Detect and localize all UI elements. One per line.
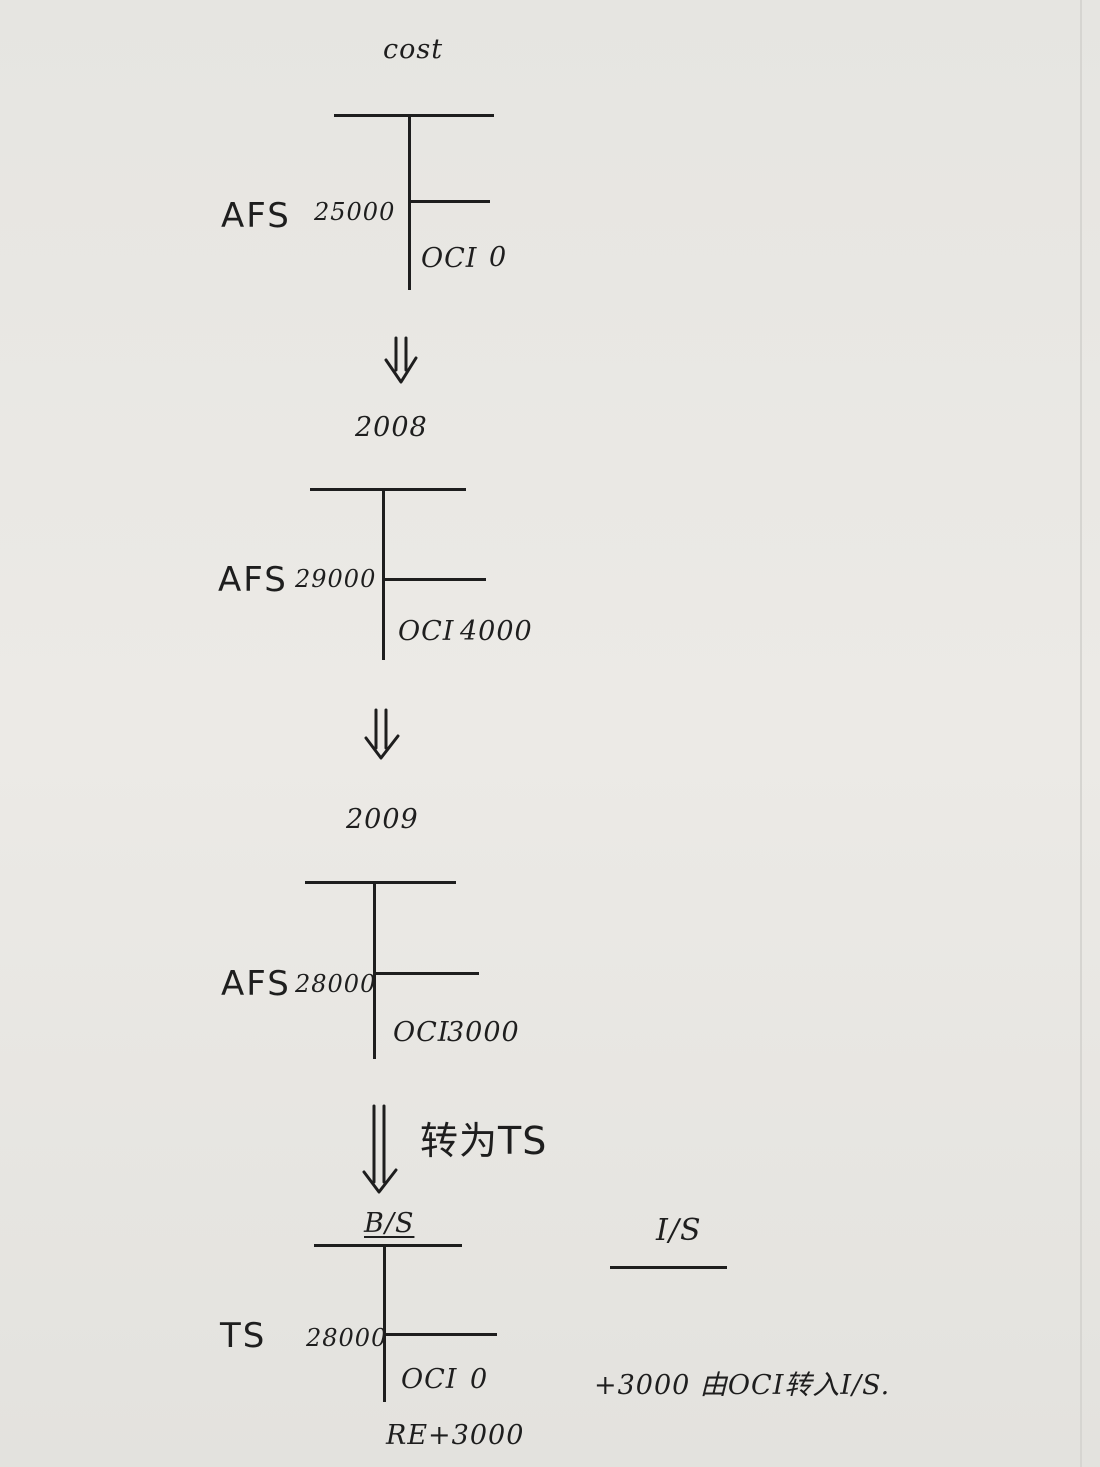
t-account-split-rule xyxy=(385,1333,497,1336)
t-account-split-rule xyxy=(410,200,490,203)
heading-2008: 2008 xyxy=(355,412,428,443)
t-account-top-rule xyxy=(305,881,456,884)
oci-value: 3000 xyxy=(447,1017,520,1048)
income-statement-note: +3000 由OCI转入I/S. xyxy=(594,1370,891,1401)
t-account-top-rule xyxy=(334,114,494,117)
oci-label: OCI xyxy=(393,1017,450,1048)
account-label: AFS xyxy=(221,964,291,1004)
double-down-arrow-icon xyxy=(362,1104,398,1194)
oci-label: OCI xyxy=(398,616,455,647)
double-down-arrow-icon xyxy=(384,336,418,384)
t-account-vertical-rule xyxy=(408,114,411,290)
account-amount: 28000 xyxy=(306,1324,388,1352)
account-label: AFS xyxy=(218,560,288,600)
oci-value: 0 xyxy=(489,242,508,273)
t-account-vertical-rule xyxy=(373,881,376,1059)
account-label: AFS xyxy=(221,196,291,236)
oci-label: OCI xyxy=(401,1364,458,1395)
account-amount: 29000 xyxy=(295,565,377,593)
heading-income-statement: I/S xyxy=(656,1213,702,1248)
t-account-split-rule xyxy=(375,972,479,975)
retained-earnings-note: RE+3000 xyxy=(386,1420,525,1451)
income-statement-rule xyxy=(610,1266,727,1269)
t-account-top-rule xyxy=(314,1244,462,1247)
account-label: TS xyxy=(220,1316,267,1356)
t-account-split-rule xyxy=(384,578,486,581)
oci-value: 4000 xyxy=(460,616,533,647)
oci-value: 0 xyxy=(470,1364,489,1395)
account-amount: 25000 xyxy=(314,198,396,226)
transfer-note: 转为TS xyxy=(420,1119,548,1163)
t-account-top-rule xyxy=(310,488,466,491)
account-amount: 28000 xyxy=(295,970,377,998)
heading-cost: cost xyxy=(383,34,444,65)
double-down-arrow-icon xyxy=(364,708,400,760)
oci-label: OCI xyxy=(421,243,478,274)
t-account-vertical-rule xyxy=(383,1244,386,1402)
heading-balance-sheet: B/S xyxy=(364,1208,415,1239)
heading-2009: 2009 xyxy=(346,804,419,835)
t-account-vertical-rule xyxy=(382,488,385,660)
